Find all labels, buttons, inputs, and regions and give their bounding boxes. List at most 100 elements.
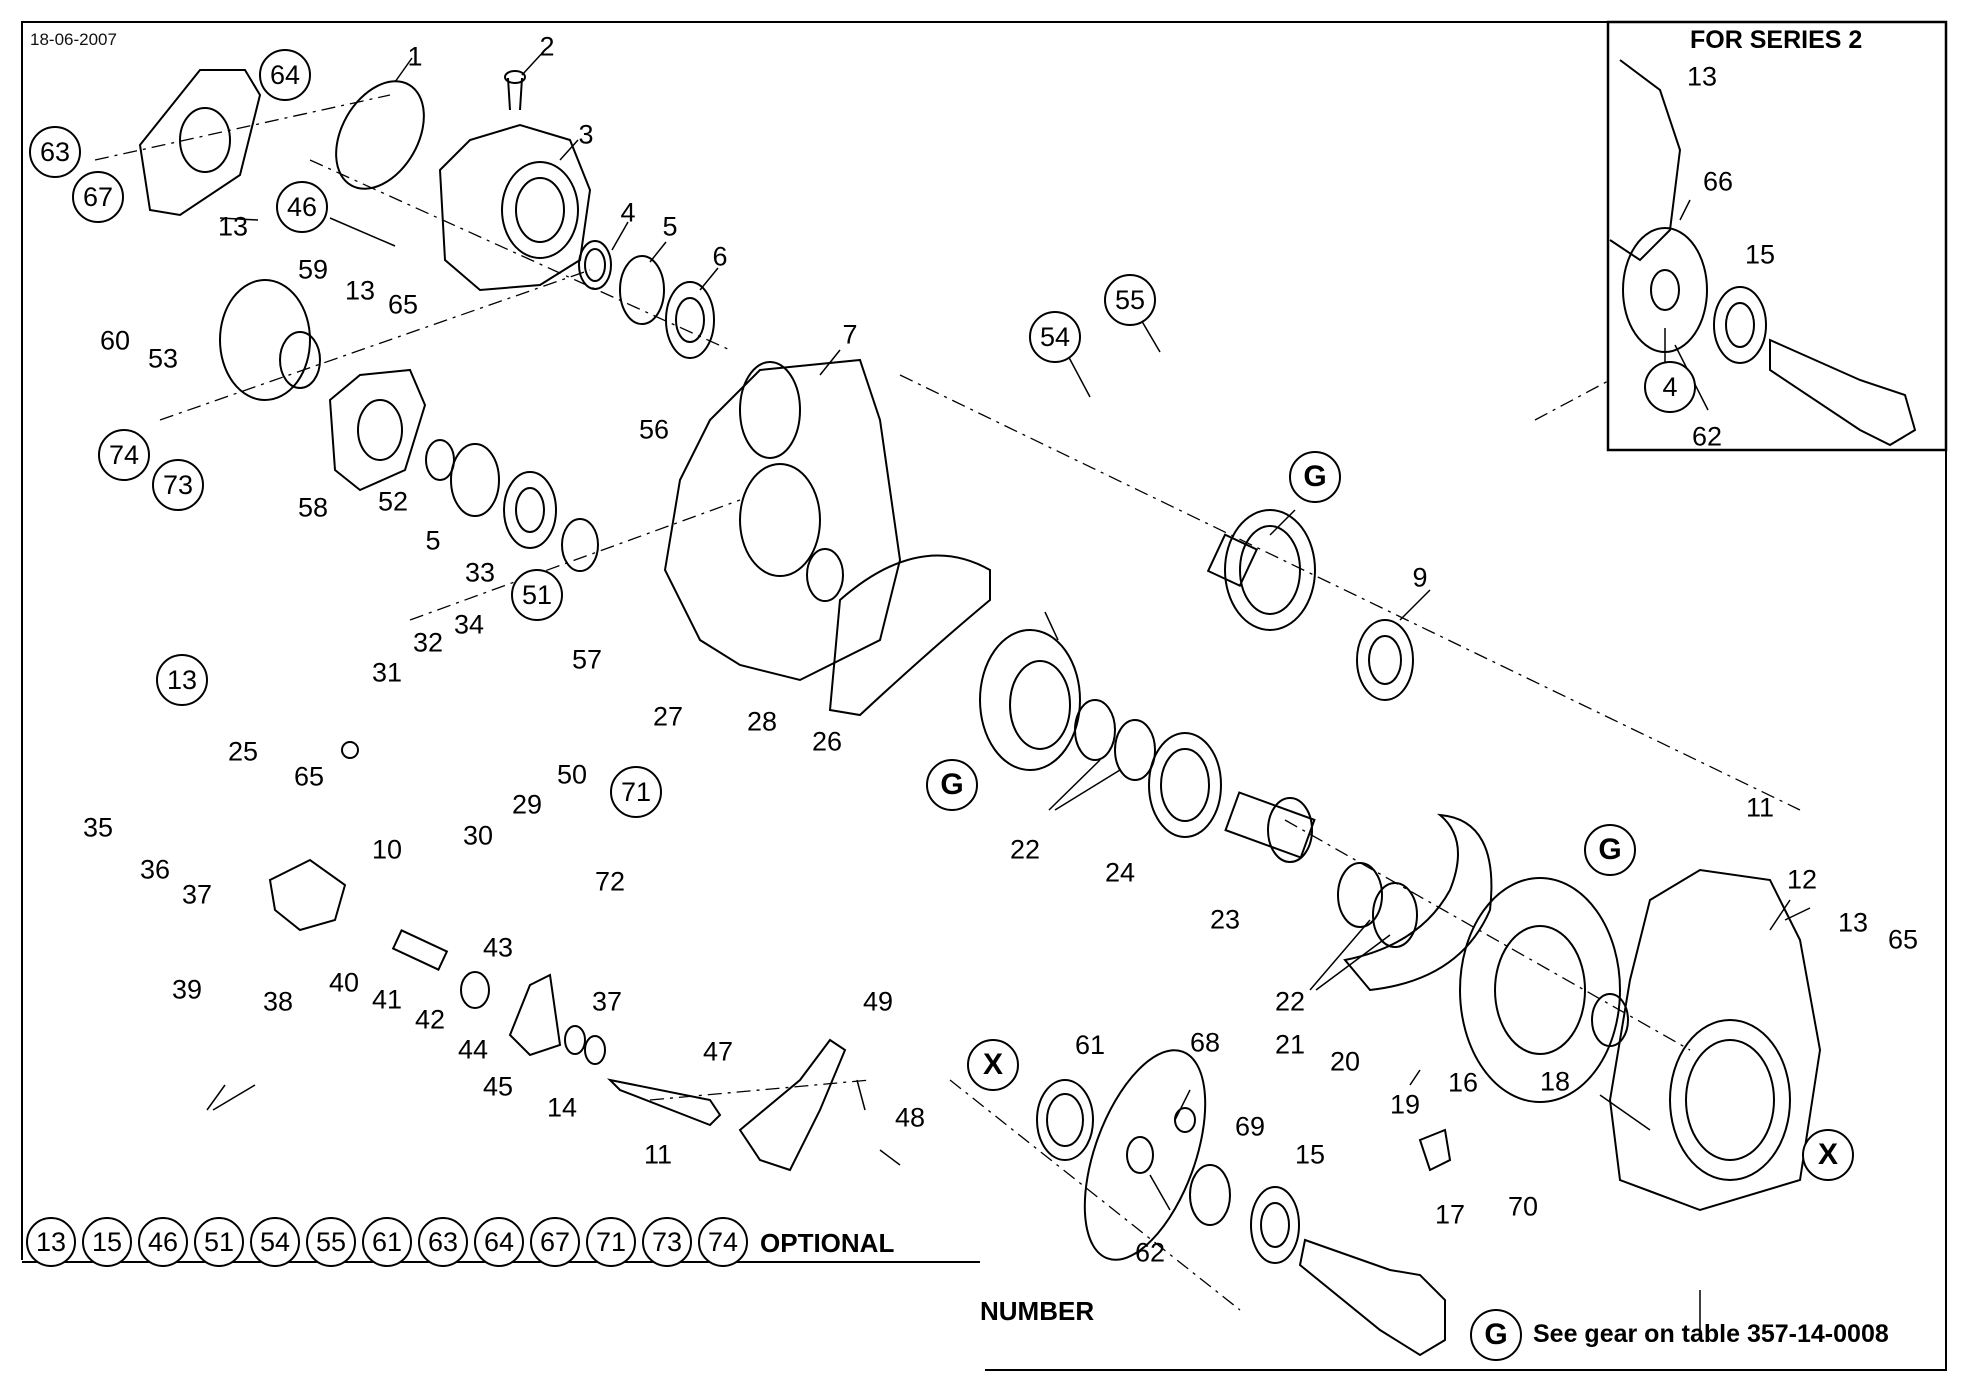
optional-item: 61: [362, 1217, 412, 1267]
part-number: 12: [1786, 864, 1818, 895]
part-number: 41: [371, 984, 403, 1015]
gear-legend-symbol: G: [1470, 1309, 1522, 1361]
part-number: 56: [638, 414, 670, 445]
part-number: 50: [556, 759, 588, 790]
part-number: 48: [894, 1102, 926, 1133]
optional-item: 64: [474, 1217, 524, 1267]
part-number: 33: [464, 557, 496, 588]
part-number: 13: [1837, 907, 1869, 938]
part-number: 53: [147, 343, 179, 374]
part-number: 42: [414, 1004, 446, 1035]
callout-circle: 13: [156, 654, 208, 706]
callout-circle: 67: [72, 171, 124, 223]
part-number: 28: [746, 706, 778, 737]
part-number: 7: [842, 319, 858, 350]
optional-label: OPTIONAL: [760, 1228, 895, 1258]
drawing-date: 18-06-2007: [30, 30, 117, 49]
gear-reference-symbol: G: [926, 759, 978, 811]
part-number: 44: [457, 1034, 489, 1065]
part-number: 34: [453, 609, 485, 640]
part-number: 5: [425, 525, 441, 556]
part-number: 45: [482, 1071, 514, 1102]
callout-circle: 73: [152, 459, 204, 511]
part-number: 72: [594, 866, 626, 897]
part-number: 19: [1389, 1089, 1421, 1120]
part-number: 30: [462, 820, 494, 851]
part-number: 20: [1329, 1046, 1361, 1077]
part-number: 61: [1074, 1029, 1106, 1060]
callout-circle: 74: [98, 429, 150, 481]
part-number: 35: [82, 812, 114, 843]
mating-reference-symbol: X: [967, 1039, 1019, 1091]
part-number: 2: [539, 31, 555, 62]
number-label: NUMBER: [980, 1296, 1095, 1326]
optional-item: 13: [26, 1217, 76, 1267]
optional-item: 63: [418, 1217, 468, 1267]
part-number: 3: [578, 119, 594, 150]
part-number: 17: [1434, 1199, 1466, 1230]
callout-circle: 46: [276, 181, 328, 233]
inset-part-number: 62: [1691, 421, 1723, 452]
part-number: 32: [412, 627, 444, 658]
gear-legend-note: See gear on table 357-14-0008: [1533, 1320, 1889, 1348]
part-number: 52: [377, 486, 409, 517]
part-number: 22: [1009, 834, 1041, 865]
part-number: 65: [387, 289, 419, 320]
callout-circle: 51: [511, 569, 563, 621]
part-number: 69: [1234, 1111, 1266, 1142]
inset-part-number: 66: [1702, 166, 1734, 197]
part-number: 10: [371, 834, 403, 865]
part-number: 68: [1189, 1027, 1221, 1058]
part-number: 6: [712, 241, 728, 272]
part-number: 25: [227, 736, 259, 767]
part-number: 62: [1134, 1237, 1166, 1268]
part-number: 11: [643, 1139, 673, 1170]
callout-circle: 71: [610, 766, 662, 818]
optional-item: 74: [698, 1217, 748, 1267]
part-number: 59: [297, 254, 329, 285]
part-number: 57: [571, 644, 603, 675]
part-number: 24: [1104, 857, 1136, 888]
inset-frame: [1606, 20, 1948, 452]
callout-circle: 63: [29, 126, 81, 178]
part-number: 4: [620, 197, 636, 228]
part-number: 29: [511, 789, 543, 820]
part-number: 23: [1209, 904, 1241, 935]
inset-part-number: 15: [1744, 239, 1776, 270]
part-number: 43: [482, 932, 514, 963]
part-number: 65: [1887, 924, 1919, 955]
part-number: 65: [293, 761, 325, 792]
part-number: 37: [591, 986, 623, 1017]
part-number: 26: [811, 726, 843, 757]
inset-part-number: 13: [1686, 61, 1718, 92]
callout-circle: 4: [1644, 361, 1696, 413]
part-number: 18: [1539, 1066, 1571, 1097]
part-number: 60: [99, 325, 131, 356]
optional-item: 54: [250, 1217, 300, 1267]
part-number: 5: [662, 211, 678, 242]
part-number: 40: [328, 967, 360, 998]
part-number: 49: [862, 986, 894, 1017]
part-number: 37: [181, 879, 213, 910]
optional-item: 67: [530, 1217, 580, 1267]
callout-circle: 54: [1029, 311, 1081, 363]
part-number: 47: [702, 1036, 734, 1067]
part-number: 70: [1507, 1191, 1539, 1222]
part-number: 15: [1294, 1139, 1326, 1170]
part-number: 16: [1447, 1067, 1479, 1098]
callout-circle: 55: [1104, 274, 1156, 326]
inset-title: FOR SERIES 2: [1690, 26, 1863, 54]
part-number: 11: [1745, 792, 1775, 823]
part-number: 9: [1412, 562, 1428, 593]
part-number: 38: [262, 986, 294, 1017]
optional-item: 46: [138, 1217, 188, 1267]
part-number: 21: [1274, 1029, 1306, 1060]
part-number: 58: [297, 492, 329, 523]
part-number: 1: [407, 41, 423, 72]
optional-item: 73: [642, 1217, 692, 1267]
gear-reference-symbol: G: [1289, 451, 1341, 503]
part-number: 36: [139, 854, 171, 885]
part-number: 39: [171, 974, 203, 1005]
